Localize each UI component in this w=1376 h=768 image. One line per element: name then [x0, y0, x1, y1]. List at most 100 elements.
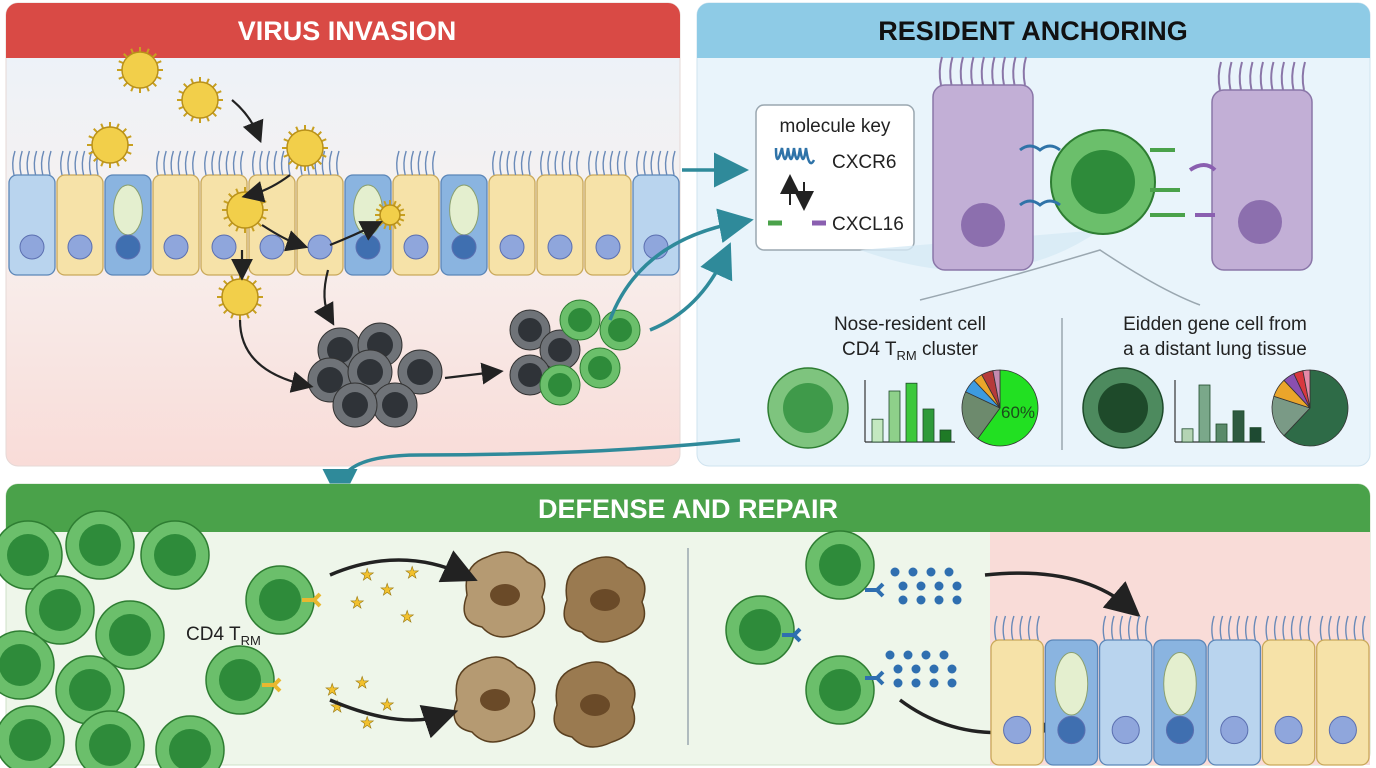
- bar-inset: [864, 380, 955, 443]
- bar: [905, 382, 918, 443]
- bar: [1232, 410, 1245, 443]
- nucleus: [211, 234, 237, 260]
- group-subtitle: CD4 TRM cluster: [842, 339, 979, 363]
- infected-cell-cluster: [307, 322, 443, 428]
- bar: [888, 390, 901, 443]
- header-bar: [697, 3, 1370, 58]
- nucleus: [355, 234, 381, 260]
- group-subtitle: a a distant lung tissue: [1123, 339, 1307, 360]
- nucleus: [259, 234, 285, 260]
- cytokine-dot: [929, 664, 939, 674]
- panel-title: VIRUS INVASION: [238, 16, 457, 46]
- star-icon: ★: [360, 567, 374, 584]
- pie-slice: [992, 369, 1001, 409]
- pie-slice: [1271, 395, 1311, 437]
- infected-cell: [332, 382, 378, 428]
- group-title: Eidden gene cell from: [1123, 314, 1307, 335]
- activated-t-cells: [509, 299, 641, 406]
- panel-title: RESIDENT ANCHORING: [878, 16, 1188, 46]
- nucleus: [1220, 715, 1249, 745]
- cytokine-dot: [893, 678, 903, 688]
- infected-cell: [372, 382, 418, 428]
- star-icon: ★: [380, 582, 394, 599]
- virus-icon: [117, 47, 163, 93]
- t-cell: [539, 364, 581, 406]
- nucleus: [1111, 715, 1140, 745]
- cytokine-dot: [885, 650, 895, 660]
- epithelial-cell: [990, 639, 1044, 766]
- cytokine-dot: [898, 581, 908, 591]
- virus-icon: [177, 77, 223, 123]
- cytokine-dot: [939, 650, 949, 660]
- nucleus: [67, 234, 93, 260]
- bar: [1249, 427, 1262, 443]
- epithelial-cell: [536, 174, 584, 276]
- trm-cell: [0, 705, 65, 768]
- virus-icon: [222, 187, 268, 233]
- epithelial-cell: [632, 174, 680, 276]
- trm-cell: [805, 530, 875, 600]
- pie-inset: [961, 369, 1039, 447]
- cytokine-dot: [911, 678, 921, 688]
- molecule-key-title: molecule key: [780, 116, 891, 137]
- virus-icon: [282, 125, 328, 171]
- nucleus: [1328, 715, 1357, 745]
- trm-cell: [0, 520, 63, 590]
- epithelial-cell: [1261, 639, 1316, 766]
- nucleus: [403, 234, 429, 260]
- star-icon: ★: [350, 595, 364, 612]
- cytokine-dot: [929, 678, 939, 688]
- bar-inset: [1174, 380, 1265, 443]
- nucleus: [1274, 715, 1303, 745]
- cytokine-dot: [916, 595, 926, 605]
- ligand-label: CXCL16: [832, 214, 904, 235]
- trm-cell: [155, 715, 225, 768]
- anchoring-illustration: [860, 56, 1313, 306]
- bar: [1181, 428, 1194, 443]
- cytokines: [885, 567, 962, 688]
- comparison-right: Eidden gene cell from a a distant lung t…: [1082, 314, 1349, 449]
- header-bar: [6, 3, 680, 58]
- virus-icon: [375, 200, 405, 230]
- cytokine-dot: [911, 664, 921, 674]
- cytokine-dot: [947, 678, 957, 688]
- virus-icon: [217, 274, 263, 320]
- bar: [1198, 384, 1211, 443]
- nucleus: [547, 234, 573, 260]
- trm-cell: [205, 645, 275, 715]
- epithelial-cell: [488, 174, 536, 276]
- dying-cell: [553, 661, 636, 748]
- nucleus: [595, 234, 621, 260]
- cytokine-dot: [934, 581, 944, 591]
- trm-cell: [25, 575, 95, 645]
- cytokine-dot: [908, 567, 918, 577]
- epithelial-cell: [1098, 639, 1153, 766]
- epithelial-cell: [8, 174, 56, 276]
- bar: [939, 429, 952, 443]
- epithelial-cell: [152, 174, 200, 276]
- header-bar: [6, 484, 1370, 532]
- receptor-icon: [782, 627, 802, 643]
- pie-inset: [1271, 369, 1349, 447]
- cytokine-dot: [890, 567, 900, 577]
- arrows: [231, 99, 504, 393]
- cytokine-dot: [952, 581, 962, 591]
- nucleus: [163, 234, 189, 260]
- star-icon: ★: [380, 697, 394, 714]
- cytokine-dot: [926, 567, 936, 577]
- trm-cell: [725, 595, 795, 665]
- trm-cell: [65, 510, 135, 580]
- pie-slice: [977, 369, 1039, 447]
- t-cell: [559, 299, 601, 341]
- infected-dying-cells: [453, 551, 646, 748]
- cell-label: CD4 TRM: [186, 624, 261, 648]
- infected-cell: [509, 309, 551, 351]
- trm-cell: [245, 565, 315, 635]
- trm-cell: [95, 600, 165, 670]
- bar: [1215, 423, 1228, 443]
- trm-cell: [55, 655, 125, 725]
- cxcr6-receptor-icon: [774, 147, 816, 165]
- trm-cell: [75, 710, 145, 768]
- epithelial-cell: [1207, 639, 1262, 766]
